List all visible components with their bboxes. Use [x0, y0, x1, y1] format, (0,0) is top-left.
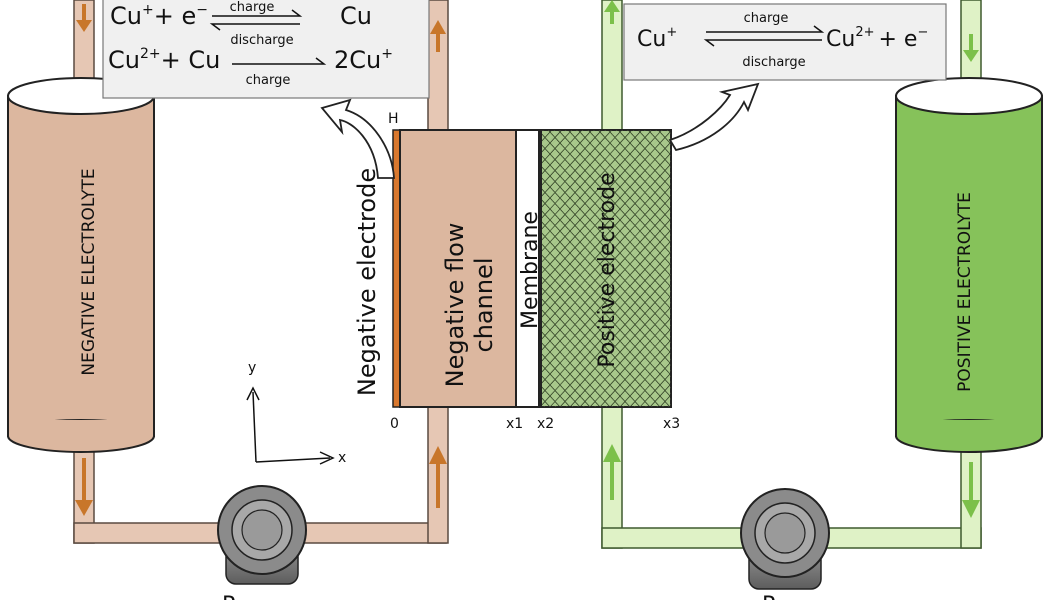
flow-channel-label-line1: Negative flow: [441, 223, 469, 388]
flow-cell: H Negative electrode Negative flow chann…: [353, 111, 680, 432]
flow-arrow-up-icon: [429, 446, 447, 508]
forward-arrow-icon: [232, 57, 327, 65]
eq-left-l2-rhs: 2Cu: [334, 46, 381, 74]
right-curved-arrow-icon: [668, 82, 760, 152]
flow-arrow-down-icon: [75, 458, 93, 516]
forward-arrow-icon: [212, 9, 303, 17]
left-pump: P: [217, 485, 307, 600]
reverse-arrow-icon: [703, 39, 822, 47]
flow-arrow-up-icon: [603, 444, 621, 500]
x-label-x2: x2: [537, 416, 554, 432]
eq-right-charge: charge: [744, 11, 789, 26]
svg-text:2Cu+: 2Cu+: [334, 46, 393, 74]
negative-reaction-box: Cu++ e− charge discharge Cu Cu2++ Cu cha…: [102, 0, 430, 99]
eq-left-l1-charge: charge: [230, 0, 275, 15]
y-axis-arrow-icon: [246, 386, 260, 401]
eq-left-l2-lhs: Cu: [108, 46, 140, 74]
x-axis-line: [255, 457, 331, 463]
eq-left-l1-discharge: discharge: [230, 33, 293, 48]
positive-electrolyte-tank: POSITIVE ELECTROLYTE: [895, 77, 1043, 453]
negative-electrolyte-label: NEGATIVE ELECTROLYTE: [79, 168, 99, 375]
y-axis-line: [252, 391, 257, 463]
right-pump-label: P: [762, 593, 775, 600]
x-label-x1: x1: [506, 416, 523, 432]
eq-left-l2-charge: charge: [246, 73, 291, 88]
positive-electrolyte-label: POSITIVE ELECTROLYTE: [955, 192, 975, 392]
reverse-arrow-icon: [209, 23, 300, 31]
flow-channel-label-line2: channel: [470, 258, 498, 353]
flow-arrow-down-icon: [962, 462, 980, 518]
flow-arrow-up-icon: [604, 0, 620, 24]
negative-electrolyte-tank: NEGATIVE ELECTROLYTE: [7, 77, 155, 453]
svg-text:Cu++ e−: Cu++ e−: [110, 2, 208, 30]
membrane: [515, 129, 542, 408]
right-pump: P: [740, 488, 830, 600]
negative-flow-channel: [399, 129, 517, 408]
eq-left-l1-lhs: Cu: [110, 2, 142, 30]
y-axis-label: y: [248, 360, 256, 376]
positive-electrode-label: Positive electrode: [595, 172, 620, 367]
positive-flow-arrows: [603, 0, 980, 518]
eq-right-lhs: Cu: [637, 27, 666, 52]
eq-right-rhs: Cu: [826, 27, 855, 52]
flow-arrow-down-icon: [76, 4, 92, 32]
svg-text:Cu2++ e−: Cu2++ e−: [826, 25, 928, 52]
eq-right-discharge: discharge: [742, 55, 805, 70]
flow-arrow-up-icon: [430, 20, 446, 52]
x-axis-arrow-icon: [319, 451, 335, 465]
coordinate-axes: [246, 386, 335, 465]
positive-reaction-box: Cu+ charge discharge Cu2++ e−: [623, 3, 947, 81]
cell-height-label: H: [388, 111, 399, 127]
svg-text:Cu+: Cu+: [637, 25, 677, 52]
eq-left-l1-rhs: Cu: [340, 2, 372, 30]
left-curved-arrow-icon: [320, 98, 395, 179]
left-pump-label: P: [222, 593, 235, 600]
x-axis-label: x: [338, 450, 346, 466]
x-label-0: 0: [390, 416, 399, 432]
svg-text:Cu2++ Cu: Cu2++ Cu: [108, 46, 220, 74]
forward-arrow-icon: [706, 25, 825, 33]
negative-electrode-label: Negative electrode: [353, 168, 381, 396]
x-label-x3: x3: [663, 416, 680, 432]
flow-arrow-down-icon: [963, 34, 979, 62]
membrane-label: Membrane: [518, 211, 543, 329]
negative-flow-arrows: [75, 4, 447, 516]
